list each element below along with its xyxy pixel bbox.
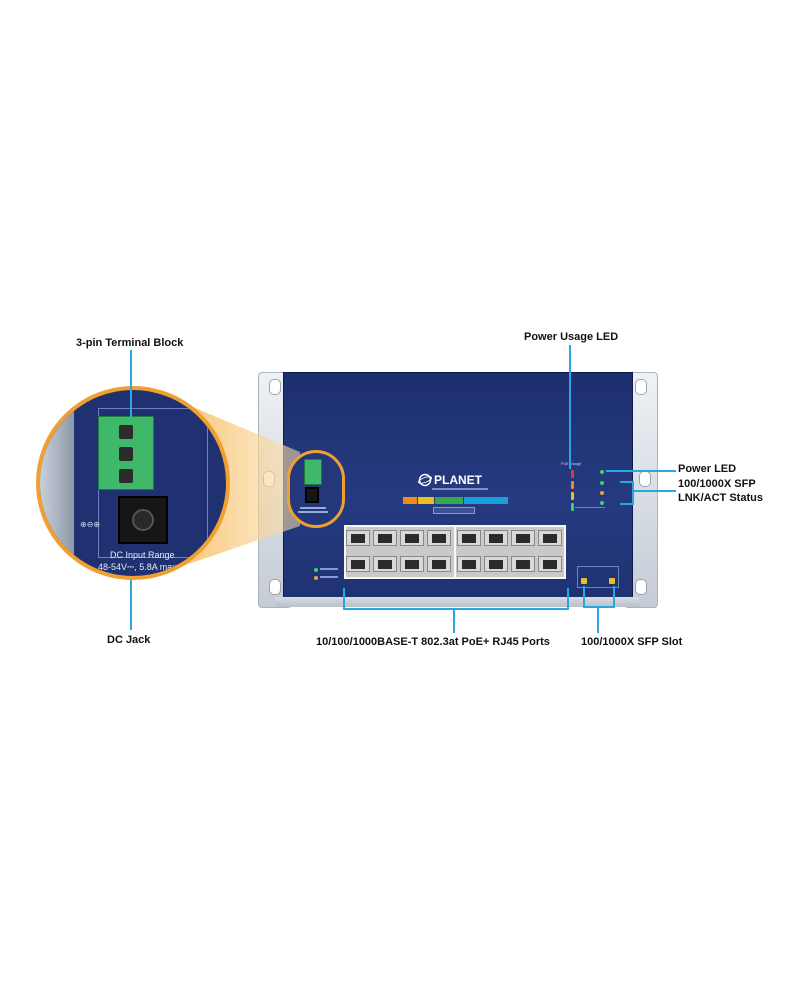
- left-mount-hole-bottom: [269, 579, 281, 595]
- sfp-status-pointer: [633, 490, 676, 492]
- small-dc-label-2: [298, 511, 328, 513]
- zoom-source-circle: [287, 450, 345, 528]
- feature-tag-yellow: [418, 497, 434, 504]
- planet-logo-icon: [418, 473, 432, 487]
- sfp-slot-2[interactable]: [609, 578, 615, 584]
- rj45-port[interactable]: [457, 556, 481, 572]
- right-mount-hole-bottom: [635, 579, 647, 595]
- sfp-status-led-1: [600, 481, 604, 485]
- planet-logo: PLANET: [418, 473, 508, 487]
- rj45-port[interactable]: [511, 530, 535, 546]
- rj45-ports-label: 10/100/1000BASE-T 802.3at PoE+ RJ45 Port…: [316, 636, 550, 648]
- dc-input-value: 48-54V⎓, 5.8A max.: [98, 562, 180, 572]
- power-led-label: Power LED: [678, 463, 737, 475]
- small-dc-jack: [305, 487, 319, 503]
- planet-logo-text: PLANET: [434, 473, 482, 487]
- zoom-detail-circle: ⊕⊖⊕ DC Input Range 48-54V⎓, 5.8A max.: [36, 386, 230, 580]
- left-mount-hole-top: [269, 379, 281, 395]
- sfp-slot-frame: [577, 566, 619, 588]
- small-terminal-block: [304, 459, 322, 485]
- port-led-legend-text-2: [320, 576, 338, 578]
- port-led-legend-1: [314, 568, 318, 572]
- dc-jack-socket: [132, 509, 154, 531]
- small-dc-label: [300, 507, 326, 509]
- rj45-port[interactable]: [511, 556, 535, 572]
- rj45-port[interactable]: [400, 556, 424, 572]
- switch-base: [275, 597, 639, 607]
- rj45-ports-pointer: [453, 608, 455, 633]
- rj45-port[interactable]: [484, 530, 508, 546]
- dc-symbol-icon: ⊕⊖⊕: [80, 520, 101, 529]
- power-usage-led-pointer: [569, 345, 571, 469]
- terminal-block-pointer: [130, 350, 132, 418]
- sfp-slot-1[interactable]: [581, 578, 587, 584]
- rj45-port[interactable]: [373, 530, 397, 546]
- port-led-legend-text-1: [320, 568, 338, 570]
- rj45-port[interactable]: [346, 530, 370, 546]
- dc-jack-pointer: [130, 580, 132, 630]
- terminal-block: [98, 416, 154, 490]
- power-usage-led-4: [571, 503, 574, 511]
- sfp-status-label-line2: LNK/ACT Status: [678, 492, 763, 504]
- sfp-slot-bracket: [583, 586, 615, 608]
- sfp-status-led-3: [600, 501, 604, 505]
- rj45-port[interactable]: [457, 530, 481, 546]
- feature-tag-green: [435, 497, 463, 504]
- port-led-legend-2: [314, 576, 318, 580]
- power-usage-led-label: Power Usage LED: [524, 331, 619, 343]
- rj45-port[interactable]: [373, 556, 397, 572]
- rj45-port[interactable]: [400, 530, 424, 546]
- rj45-port[interactable]: [346, 556, 370, 572]
- feature-tag-orange: [403, 497, 417, 504]
- right-mount-hole-top: [635, 379, 647, 395]
- terminal-screw-2: [119, 447, 133, 461]
- power-usage-title: PoE Usage: [561, 461, 582, 466]
- status-led-text-block: [575, 507, 605, 520]
- rj45-port[interactable]: [484, 556, 508, 572]
- sfp-slot-label: 100/1000X SFP Slot: [581, 636, 683, 648]
- sfp-slot-pointer: [597, 606, 599, 633]
- sfp-status-bracket: [620, 481, 634, 505]
- dc-input-title: DC Input Range: [110, 550, 175, 560]
- sfp-status-led-2: [600, 491, 604, 495]
- dc-jack-label: DC Jack: [107, 634, 151, 646]
- terminal-screw-3: [119, 469, 133, 483]
- rj45-port[interactable]: [427, 556, 451, 572]
- power-usage-led-3: [571, 492, 574, 500]
- logo-tagline-bar: [432, 488, 488, 490]
- sfp-status-label-line1: 100/1000X SFP: [678, 478, 756, 490]
- rj45-port[interactable]: [427, 530, 451, 546]
- dc-jack: [118, 496, 168, 544]
- power-led-pointer: [606, 470, 676, 472]
- power-usage-led-1: [571, 470, 574, 478]
- power-usage-led-2: [571, 481, 574, 489]
- terminal-screw-1: [119, 425, 133, 439]
- zoom-panel-edge: [40, 390, 74, 576]
- rj45-port[interactable]: [538, 556, 562, 572]
- rj45-ports-bracket: [343, 588, 569, 610]
- model-plate: [433, 507, 475, 514]
- rj45-port[interactable]: [538, 530, 562, 546]
- power-led: [600, 470, 604, 474]
- terminal-block-label: 3-pin Terminal Block: [76, 337, 184, 349]
- feature-tag-blue: [464, 497, 508, 504]
